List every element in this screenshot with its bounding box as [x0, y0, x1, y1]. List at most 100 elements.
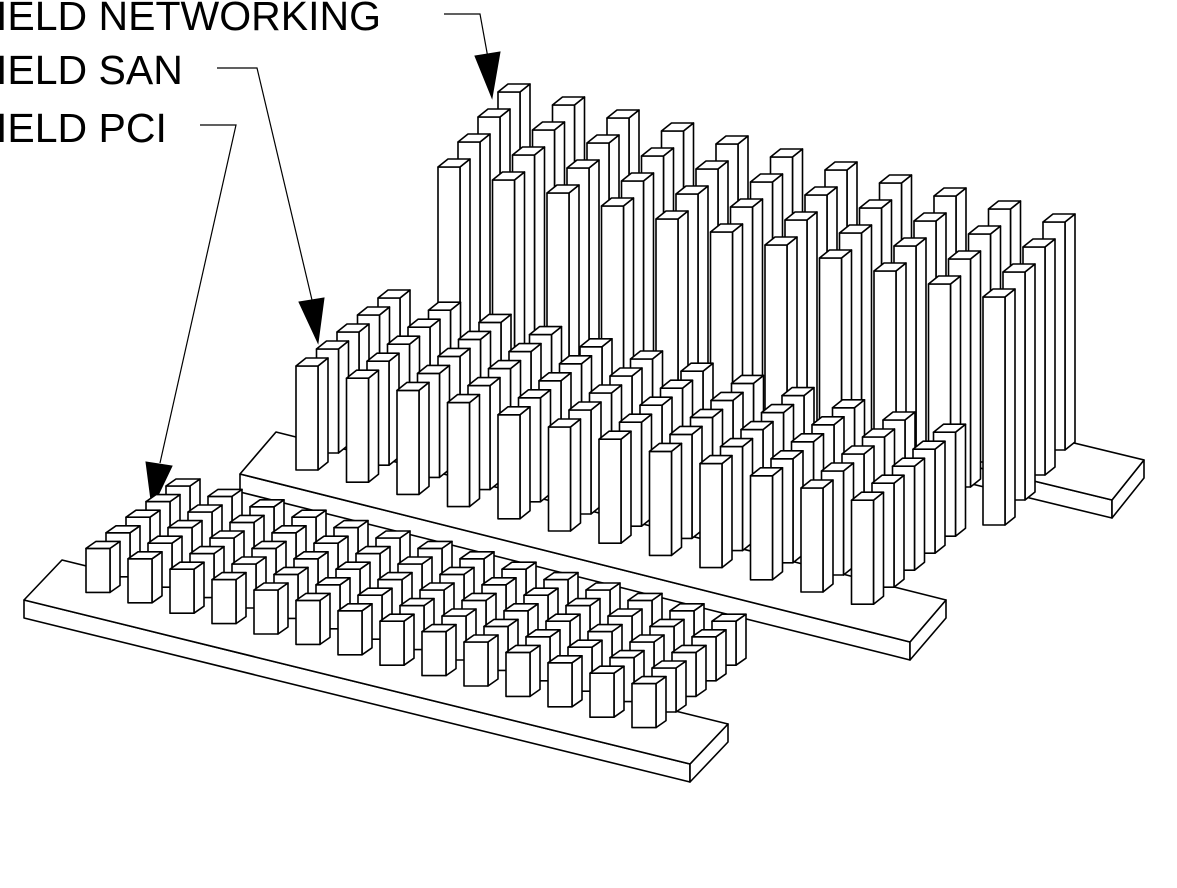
pin-top-face	[764, 236, 798, 246]
pin-top-face	[187, 504, 223, 513]
pin-top-face	[838, 224, 873, 234]
pin-top-face	[858, 199, 893, 209]
pin-top-face	[629, 634, 665, 643]
pin-top-face	[546, 184, 580, 194]
pin-top-face	[649, 618, 685, 628]
pin-top-face	[421, 623, 457, 633]
pin-front-face	[850, 499, 875, 606]
pin-top-face	[253, 582, 289, 591]
pin-top-face	[781, 386, 815, 397]
pin-top-face	[680, 362, 714, 373]
pin-top-face	[209, 530, 245, 539]
pin-top-face	[1022, 238, 1056, 248]
pin-top-face	[585, 582, 621, 591]
pin-top-face	[437, 347, 471, 358]
pin-top-face	[169, 561, 205, 571]
pin-top-face	[800, 479, 834, 489]
pci-heatsink	[23, 478, 747, 783]
pin-top-face	[295, 357, 329, 367]
pin-top-face	[933, 187, 967, 197]
pin-top-face	[487, 359, 522, 370]
pin-top-face	[501, 561, 537, 571]
pin-top-face	[587, 623, 623, 633]
pin-front-face	[497, 413, 521, 520]
pin-top-face	[335, 561, 371, 571]
pin-top-face	[295, 592, 331, 602]
pin-top-face	[407, 318, 441, 329]
pin-top-face	[947, 250, 982, 260]
pin-top-face	[669, 425, 703, 436]
pin-top-face	[375, 530, 411, 539]
pin-side-face	[715, 628, 727, 682]
pin-front-face	[85, 547, 111, 594]
pin-side-face	[109, 540, 121, 594]
pin-top-face	[932, 423, 967, 434]
pin-side-face	[771, 466, 784, 581]
pin-top-face	[618, 413, 653, 424]
pin-top-face	[293, 550, 329, 560]
pin-top-face	[207, 488, 243, 498]
pin-top-face	[719, 437, 754, 448]
pin-top-face	[313, 535, 349, 545]
pin-side-face	[721, 454, 733, 569]
pin-side-face	[317, 357, 329, 471]
pin-top-face	[377, 289, 411, 299]
pin-top-face	[355, 545, 391, 555]
pin-top-face	[770, 449, 804, 460]
pin-top-face	[547, 654, 583, 664]
pin-top-face	[893, 237, 927, 247]
leader-san	[217, 67, 325, 345]
pin-top-face	[639, 396, 673, 407]
pin-top-face	[477, 108, 511, 118]
pin-front-face	[800, 487, 824, 593]
pin-front-face	[648, 450, 673, 557]
pin-top-face	[609, 367, 643, 377]
pin-top-face	[419, 582, 455, 591]
pin-top-face	[315, 340, 350, 350]
pin-top-face	[695, 160, 729, 170]
pin-top-face	[568, 401, 602, 411]
pin-side-face	[519, 405, 531, 520]
pin-top-face	[987, 200, 1022, 210]
pin-front-face	[446, 401, 471, 508]
pin-top-face	[336, 323, 370, 333]
pin-top-face	[729, 198, 764, 208]
pin-side-face	[193, 561, 205, 615]
pin-front-face	[396, 389, 420, 496]
leader-pci	[145, 124, 237, 510]
pin-side-face	[361, 602, 373, 656]
pin-top-face	[251, 540, 287, 550]
pin-top-face	[648, 442, 683, 453]
pin-top-face	[651, 660, 687, 669]
pin-top-face	[147, 535, 183, 545]
pin-side-face	[403, 613, 415, 667]
pin-side-face	[277, 582, 289, 635]
pin-top-face	[740, 420, 774, 431]
pin-front-face	[295, 599, 321, 646]
pin-top-face	[586, 134, 620, 144]
pin-top-face	[416, 364, 451, 375]
pin-top-face	[357, 587, 393, 597]
pin-top-face	[850, 491, 885, 502]
pin-side-face	[695, 644, 707, 698]
pin-side-face	[468, 393, 481, 508]
pin-top-face	[566, 159, 600, 169]
pin-top-face	[437, 158, 471, 168]
pin-top-face	[491, 171, 526, 181]
pin-front-face	[589, 672, 615, 719]
pin-top-face	[461, 592, 497, 602]
pin-top-face	[689, 408, 724, 419]
pin-side-face	[822, 479, 834, 593]
pin-top-face	[337, 602, 373, 612]
pin-side-face	[613, 665, 625, 719]
pin-top-face	[699, 454, 733, 465]
pin-top-face	[229, 514, 265, 524]
label-networking: IELD NETWORKING	[0, 0, 381, 39]
pin-top-face	[589, 665, 625, 675]
pin-top-face	[675, 185, 709, 195]
pin-top-face	[691, 628, 727, 638]
pin-front-face	[127, 557, 153, 604]
pin-side-face	[1044, 238, 1056, 476]
pin-top-face	[627, 592, 663, 602]
pin-front-face	[421, 630, 447, 677]
